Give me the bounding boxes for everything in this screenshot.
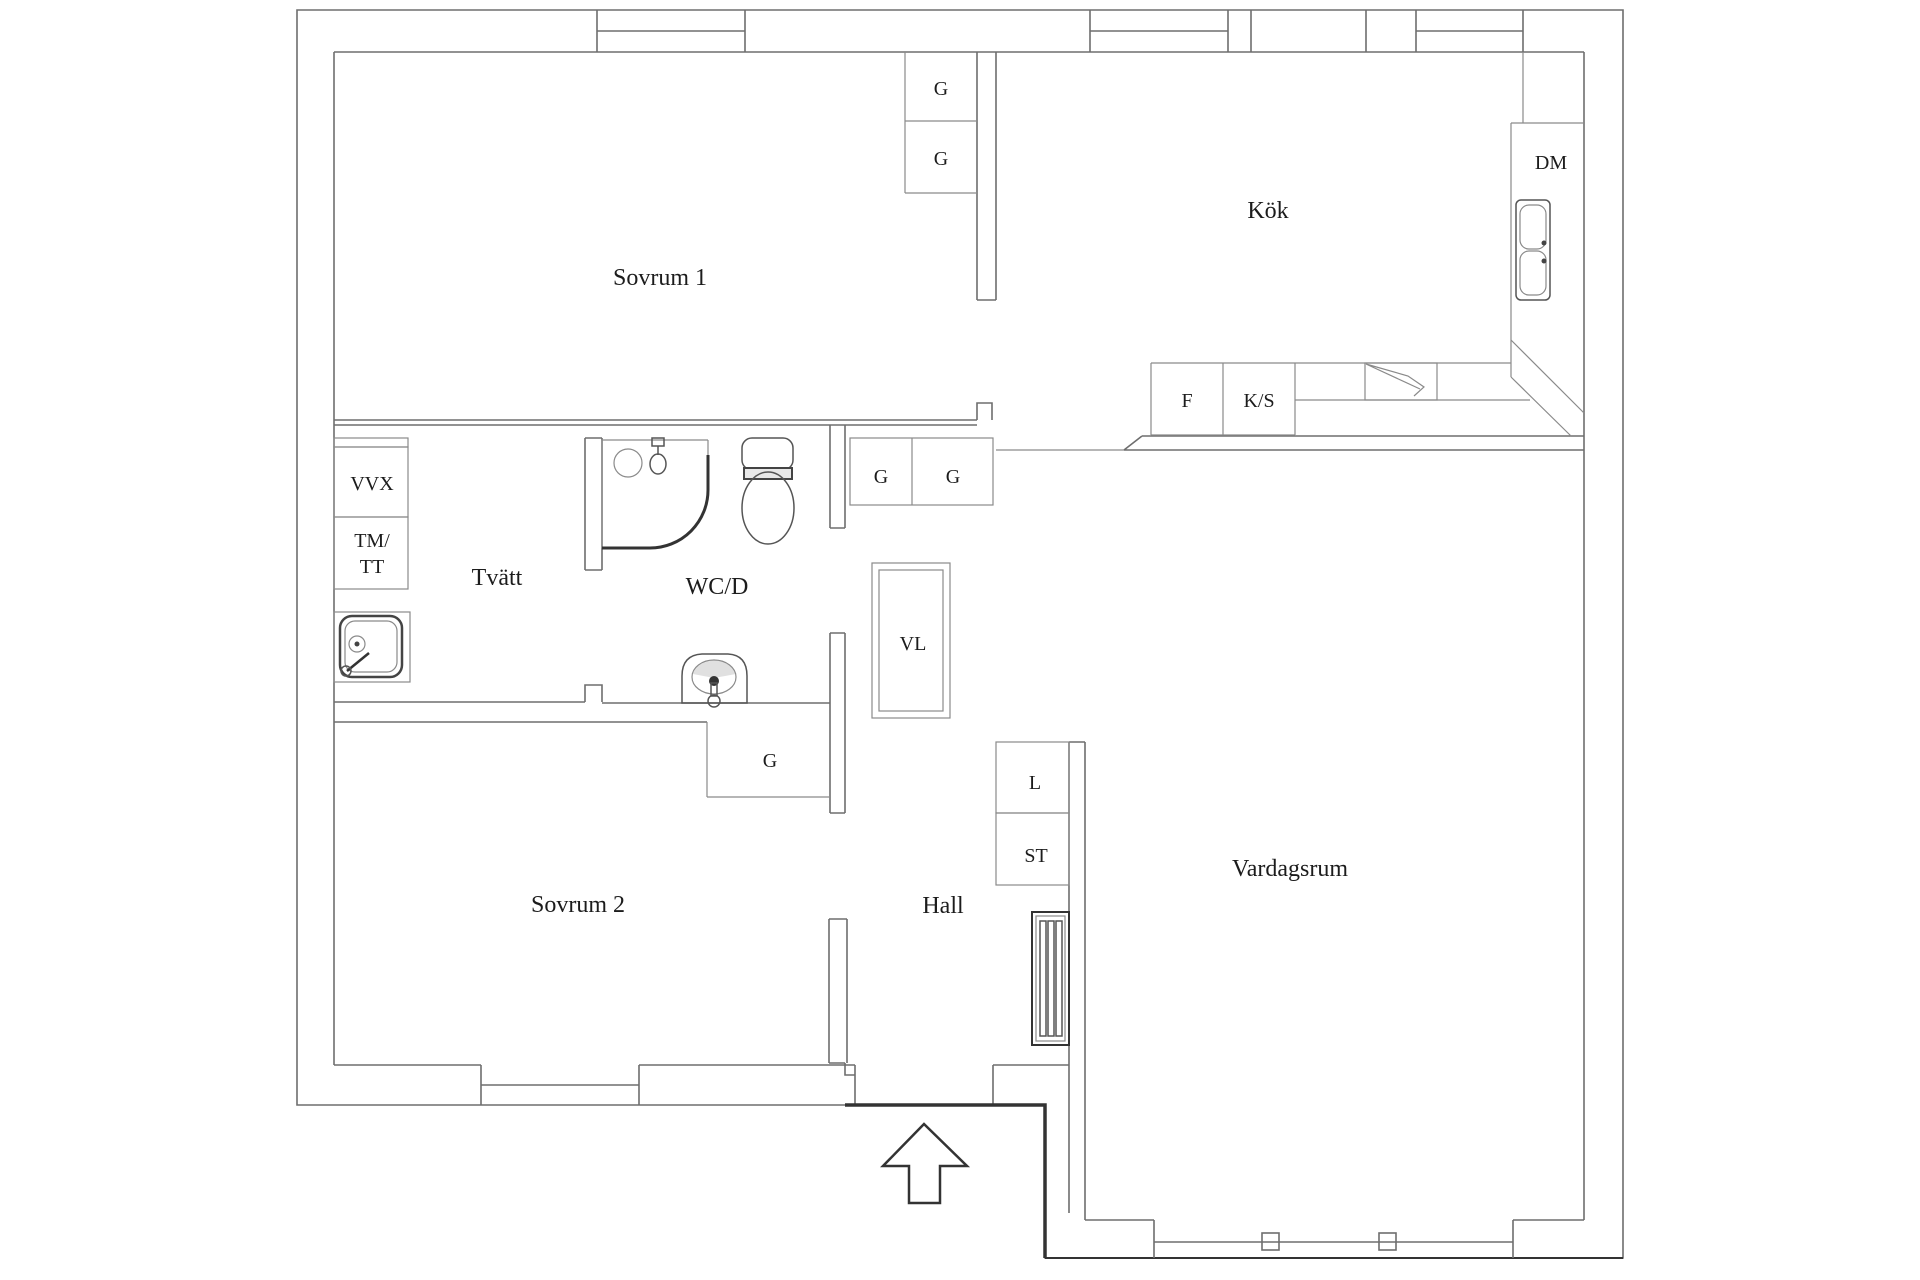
shower-head-icon (651, 437, 665, 447)
room-label-hall: Hall (922, 893, 964, 919)
laundry-fixtures (333, 611, 411, 683)
appliance-label-ks: K/S (1243, 390, 1274, 412)
kitchen-fixtures (1295, 52, 1585, 437)
closets (333, 52, 1296, 886)
room-label-vardagsrum: Vardagsrum (1232, 856, 1348, 882)
entrance-arrow-icon (880, 1122, 971, 1205)
interior-walls (334, 52, 1584, 1220)
appliance-label-tm: TM/ (354, 530, 390, 552)
appliance-label-vvx: VVX (350, 473, 394, 495)
appliance-label-tt: TT (360, 556, 384, 578)
room-label-kok: Kök (1247, 198, 1288, 224)
closet-label-l: L (1029, 772, 1041, 794)
shower-drain-icon (613, 448, 643, 478)
closet-label-st: ST (1024, 845, 1047, 867)
closet-label-g4: G (946, 466, 960, 488)
exterior-walls (296, 9, 1624, 1259)
room-label-tvatt: Tvätt (472, 565, 523, 591)
toilet-icon (741, 437, 795, 545)
appliance-label-dm: DM (1535, 152, 1567, 174)
closet-label-g5: G (763, 750, 777, 772)
room-label-wcd: WC/D (686, 574, 749, 600)
bathroom-fixtures (601, 437, 795, 708)
washbasin-icon (681, 653, 748, 708)
closet-label-g3: G (874, 466, 888, 488)
room-label-sovrum2: Sovrum 2 (531, 892, 625, 918)
appliance-label-f: F (1181, 390, 1192, 412)
laundry-sink-icon (338, 614, 404, 679)
radiator-icon (1031, 911, 1070, 1046)
closet-label-g1: G (934, 78, 948, 100)
room-label-sovrum1: Sovrum 1 (613, 265, 707, 291)
windows (480, 10, 1524, 1258)
shaft-label-vl: VL (900, 633, 927, 655)
closet-label-g2: G (934, 148, 948, 170)
